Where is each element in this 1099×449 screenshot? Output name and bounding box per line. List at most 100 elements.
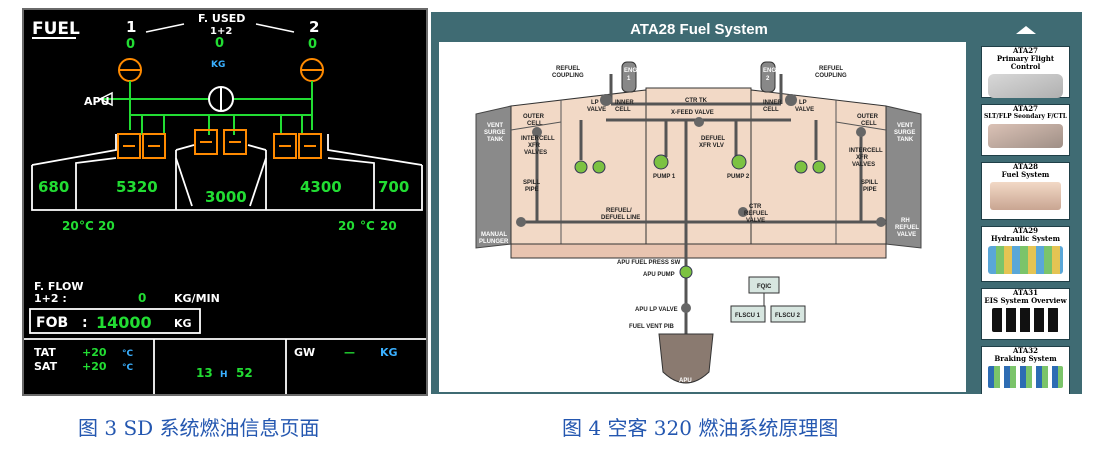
fqic-label: FQIC [757, 284, 772, 290]
refuel-coupling-l1: REFUEL [556, 66, 580, 72]
temp-right-value2: 20 [380, 219, 397, 233]
thumbnail-title-l1: ATA27 [1012, 104, 1039, 113]
refuel-coupling-r1: REFUEL [819, 66, 843, 72]
thumbnail-ata32-braking[interactable]: ATA32 Braking System [981, 346, 1070, 394]
caption-right: 图 4 空客 320 燃油系统原理图 [562, 416, 839, 440]
eng1-used: 0 [126, 37, 135, 52]
tank-center-qty: 3000 [205, 188, 247, 206]
fob-unit: KG [174, 317, 192, 330]
apu-tailcone-label: APU [679, 378, 692, 384]
diagram-title: ATA28 Fuel System [630, 21, 768, 38]
temp-left-value2: 20 [98, 219, 115, 233]
fflow-unit: KG/MIN [174, 292, 220, 305]
fused-sub: 1+2 [210, 26, 232, 37]
sat-unit: °C [122, 363, 134, 373]
tat-value: +20 [82, 346, 107, 359]
lp-valve-right-l2: VALVE [795, 107, 814, 113]
thumbnail-title-l2: Hydraulic System [990, 234, 1061, 243]
apu-pump-icon [679, 265, 693, 279]
ctr-tk-label: CTR TK [685, 98, 708, 104]
fuel-pipes [517, 74, 881, 342]
eng2-l1: ENG [763, 68, 776, 74]
spill-right-l1: SPILL [861, 180, 878, 186]
pump-c1-icon [194, 129, 218, 155]
braking-diagram-image [988, 366, 1063, 388]
vent-right-l1: VENT [897, 123, 913, 129]
center-tank [645, 87, 752, 253]
inner-cell-left-l2: CELL [615, 107, 631, 113]
rh-refuel-l3: VALVE [897, 232, 916, 238]
temp-left-value1: 20 [62, 219, 79, 233]
outer-cell-left-l2: CELL [527, 121, 543, 127]
spill-left-l1: SPILL [523, 180, 540, 186]
fuel-diagram-image [990, 182, 1061, 210]
fflow-value: 0 [138, 291, 146, 305]
defuel-xfr-l2: XFR VLV [699, 143, 724, 149]
gw-label: GW [294, 346, 315, 359]
eng1-l2: 1 [627, 76, 631, 82]
sat-label: SAT [34, 360, 58, 373]
thumbnail-ata31-eis[interactable]: ATA31 EIS System Overview [981, 288, 1070, 340]
fuel-vent-label: FUEL VENT PIB [629, 324, 675, 330]
center-pump-2-icon [731, 154, 747, 170]
thumbnail-ata29-hydraulic[interactable]: ATA29 Hydraulic System [981, 226, 1070, 282]
inner-cell-left-l1: INNER [615, 100, 634, 106]
manual-l2: PLUNGER [479, 239, 509, 245]
thumbnail-title-l2: EIS System Overview [984, 296, 1067, 305]
vent-left-l2: SURGE [484, 130, 505, 136]
scroll-up-icon[interactable] [1016, 26, 1036, 34]
fob-value: 14000 [96, 313, 152, 332]
thumbnail-ata27-primary[interactable]: ATA27 Primary Flight Control [981, 46, 1070, 98]
fused-unit: KG [211, 60, 225, 70]
fob-box [29, 308, 201, 334]
vent-right-l3: TANK [897, 137, 914, 143]
manual-plunger-icon [516, 217, 526, 227]
intercell-left-l1: INTERCELL [521, 136, 555, 142]
tat-unit: °C [122, 349, 134, 359]
spill-left-l2: PIPE [525, 187, 539, 193]
pump-l2-icon [142, 133, 166, 159]
flscu1-label: FLSCU 1 [735, 313, 761, 319]
temp-right-unit: °C [360, 219, 375, 233]
intercell-valve-left-icon [532, 127, 542, 137]
thumbnail-ata28-fuel[interactable]: ATA28 Fuel System [981, 162, 1070, 220]
eis-diagram-image [992, 308, 1059, 332]
thumbnail-title-l1: ATA29 [1012, 226, 1039, 235]
temp-left-unit: °C [79, 219, 94, 233]
pump-right-1-icon [794, 160, 808, 174]
aircraft-image [988, 74, 1063, 98]
center-pump-1-icon [653, 154, 669, 170]
outer-cell-right-l1: OUTER [857, 114, 879, 120]
flscu2-box [770, 305, 806, 323]
pump-r2-icon [298, 133, 322, 159]
fused-value: 0 [215, 36, 224, 51]
thumbnail-title-l2: Primary Flight Control [996, 54, 1055, 71]
gw-dash: — [344, 346, 355, 359]
flscu1-box [730, 305, 766, 323]
inner-cell-right-l1: INNER [763, 100, 782, 106]
engine-2-icon [760, 61, 776, 93]
inner-cell-right-l2: CELL [763, 107, 779, 113]
pump-c2-icon [223, 129, 247, 155]
intercell-valve-right-icon [856, 127, 866, 137]
sd-fuel-page: FUEL 1 2 F. USED 1+2 0 KG 0 0 [22, 8, 428, 396]
sd-title: FUEL [32, 19, 80, 39]
fused-label: F. USED [198, 12, 245, 25]
refuel-line-l2: DEFUEL LINE [601, 215, 640, 221]
wing-image [988, 124, 1063, 148]
pump-l1-icon [117, 133, 141, 159]
sd-fuel-schematic: FUEL 1 2 F. USED 1+2 0 KG 0 0 [24, 12, 426, 394]
gw-unit: KG [380, 346, 398, 359]
apu-pump-label: APU PUMP [643, 272, 675, 278]
intercell-left-l3: VALVES [524, 150, 547, 156]
outer-cell-right-l2: CELL [861, 121, 877, 127]
spill-right-l2: PIPE [863, 187, 877, 193]
thumbnail-title-l2: Braking System [994, 354, 1057, 363]
thumbnail-ata27-slt-flp[interactable]: ATA27 SLT/FLP Seondary F/CTL [981, 104, 1070, 156]
time-hours: 13 [196, 366, 213, 380]
refuel-coupling-l2: COUPLING [552, 73, 584, 79]
lp-valve-right-l1: LP [799, 100, 807, 106]
engine-1-icon [621, 61, 637, 93]
tank-right-inner-qty: 4300 [300, 178, 342, 196]
thumbnail-title-l1: ATA31 [1012, 288, 1039, 297]
